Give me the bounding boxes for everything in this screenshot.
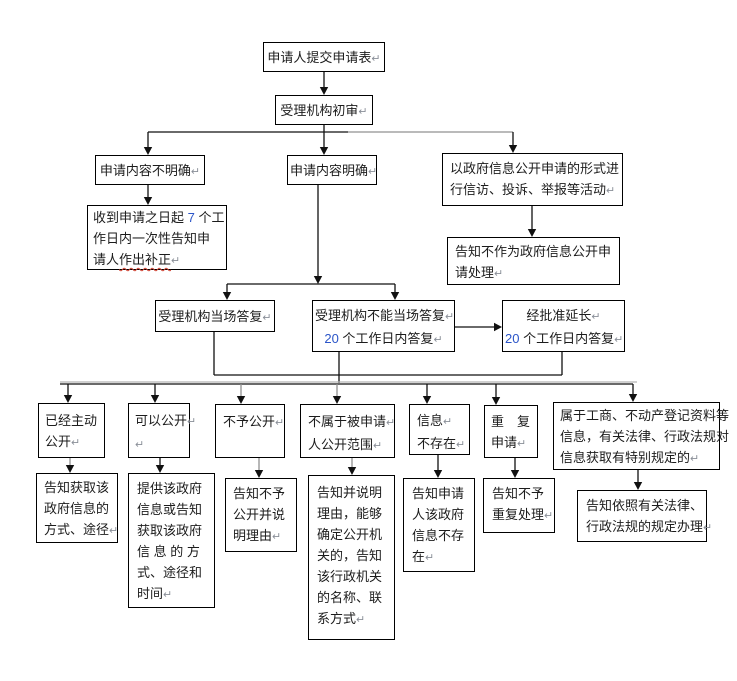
flow-node-notify-correction-7days: 收到申请之日起 7 个工 作日内一次性告知申 请人作出补正↵ bbox=[87, 205, 227, 270]
flow-node-repeated-request: 重 复 申请↵ bbox=[484, 405, 538, 458]
paragraph-mark: ↵ bbox=[272, 531, 282, 543]
node-text: 告知依照有关法律、 行政法规的规定办理 bbox=[586, 498, 704, 534]
paragraph-mark: ↵ bbox=[190, 166, 201, 178]
node-text: 告知不作为政府信息公开申 请处理 bbox=[455, 244, 612, 280]
node-text: 告知不予 公开并说 明理由 bbox=[233, 486, 286, 543]
paragraph-mark: ↵ bbox=[356, 614, 366, 626]
highlight-number: 7 bbox=[187, 210, 195, 225]
node-text: 告知并说明 理由，能够 确定公开机 关的，告知 该行政机关 的名称、联 系方式 bbox=[317, 485, 383, 626]
paragraph-mark: ↵ bbox=[606, 185, 616, 197]
paragraph-mark: ↵ bbox=[544, 510, 554, 522]
paragraph-mark: ↵ bbox=[373, 440, 383, 452]
paragraph-mark: ↵ bbox=[690, 453, 700, 465]
node-text: 信息 bbox=[417, 413, 444, 428]
node-text: 告知申请 人该政府 信息不存 在 bbox=[412, 486, 465, 564]
flow-node-notify-not-exist: 告知申请 人该政府 信息不存 在↵ bbox=[403, 478, 475, 572]
node-text: 告知不予 重复处理 bbox=[492, 486, 545, 522]
flow-node-can-publish: 可以公开↵ ↵ bbox=[128, 403, 196, 458]
paragraph-mark: ↵ bbox=[494, 268, 504, 280]
highlight-number: 20 bbox=[505, 331, 520, 346]
paragraph-mark: ↵ bbox=[275, 417, 285, 429]
paragraph-mark: ↵ bbox=[163, 589, 173, 601]
flow-node-not-publish: 不予公开↵ bbox=[215, 404, 285, 458]
flow-node-initial-review: 受理机构初审↵ bbox=[275, 95, 373, 125]
paragraph-mark: ↵ bbox=[425, 552, 435, 564]
paragraph-mark: ↵ bbox=[171, 255, 181, 267]
flow-node-notify-access-method: 告知获取该 政府信息的 方式、途径↵ bbox=[36, 473, 118, 543]
node-text: 个工作日内答复 bbox=[519, 331, 615, 346]
paragraph-mark: ↵ bbox=[71, 437, 81, 449]
paragraph-mark: ↵ bbox=[445, 311, 455, 323]
node-text: 个工 作日内一次性告知申 请人 bbox=[93, 210, 225, 267]
flow-node-reply-within-20days: 受理机构不能当场答复↵ 20 个工作日内答复↵ bbox=[312, 300, 455, 352]
node-text: 可以公开 bbox=[135, 413, 188, 428]
node-text: 申请人提交申请表 bbox=[267, 50, 372, 65]
flow-node-info-not-exist: 信息↵ 不存在↵ bbox=[409, 404, 470, 455]
paragraph-mark: ↵ bbox=[703, 522, 713, 534]
paragraph-mark: ↵ bbox=[443, 416, 453, 428]
flow-node-content-unclear: 申请内容不明确↵ bbox=[95, 155, 205, 185]
node-text: 人公开范围 bbox=[308, 437, 374, 452]
node-text: 重 复 申请 bbox=[491, 414, 531, 450]
node-text: 申请内容明确 bbox=[290, 163, 369, 178]
node-text: 受理机构不能当场答复 bbox=[315, 308, 446, 323]
node-text: 个工作日内答复 bbox=[338, 331, 434, 346]
paragraph-mark: ↵ bbox=[135, 439, 145, 451]
highlight-number: 20 bbox=[324, 331, 339, 346]
flow-node-not-treated-as-request: 告知不作为政府信息公开申 请处理↵ bbox=[447, 237, 620, 285]
paragraph-mark: ↵ bbox=[262, 312, 272, 324]
paragraph-mark: ↵ bbox=[187, 416, 197, 428]
node-text: 不存在 bbox=[417, 436, 457, 451]
paragraph-mark: ↵ bbox=[109, 525, 119, 537]
node-text: 不予公开 bbox=[223, 414, 276, 429]
flow-node-reply-on-spot: 受理机构当场答复↵ bbox=[155, 300, 275, 332]
flow-node-petition-activity: 以政府信息公开申请的形式进 行信访、投诉、举报等活动↵ bbox=[442, 153, 623, 206]
node-text: 经批准延长 bbox=[526, 308, 592, 323]
flow-node-notify-reason-and-authority: 告知并说明 理由，能够 确定公开机 关的，告知 该行政机关 的名称、联 系方式↵ bbox=[308, 475, 395, 640]
paragraph-mark: ↵ bbox=[591, 311, 601, 323]
spellcheck-text: 作出补正 bbox=[119, 252, 172, 267]
flow-node-already-published: 已经主动 公开↵ bbox=[38, 403, 105, 458]
node-text: 申请内容不明确 bbox=[99, 163, 191, 178]
node-text: 受理机构初审 bbox=[280, 103, 359, 118]
flow-node-special-regulation-info: 属于工商、不动产登记资料等 信息，有关法律、行政法规对 信息获取有特别规定的↵ bbox=[553, 402, 729, 470]
flow-node-approved-extension-20days: 经批准延长↵ 20 个工作日内答复↵ bbox=[502, 300, 625, 352]
paragraph-mark: ↵ bbox=[371, 53, 381, 65]
flow-node-provide-info-or-method: 提供该政府 信息或告知 获取该政府 信 息 的 方 式、途径和 时间↵ bbox=[128, 473, 215, 608]
flow-node-notify-refusal-reason: 告知不予 公开并说 明理由↵ bbox=[225, 478, 297, 552]
node-text: 告知获取该 政府信息的 方式、途径 bbox=[44, 480, 110, 537]
paragraph-mark: ↵ bbox=[456, 439, 466, 451]
flow-node-follow-laws: 告知依照有关法律、 行政法规的规定办理↵ bbox=[577, 490, 712, 542]
flow-node-notify-no-repeat: 告知不予 重复处理↵ bbox=[483, 478, 555, 533]
paragraph-mark: ↵ bbox=[433, 334, 443, 346]
node-text: 收到申请之日起 bbox=[93, 210, 188, 225]
node-text: 受理机构当场答复 bbox=[158, 309, 263, 324]
node-text: 以政府信息公开申请的形式进 行信访、投诉、举报等活动 bbox=[450, 161, 620, 197]
flow-node-submit-form: 申请人提交申请表↵ bbox=[263, 42, 385, 72]
paragraph-mark: ↵ bbox=[614, 334, 624, 346]
paragraph-mark: ↵ bbox=[386, 417, 396, 429]
paragraph-mark: ↵ bbox=[358, 106, 368, 118]
paragraph-mark: ↵ bbox=[368, 166, 378, 178]
paragraph-mark: ↵ bbox=[517, 438, 527, 450]
flow-node-content-clear: 申请内容明确↵ bbox=[287, 155, 377, 185]
node-text: 不属于被申请 bbox=[308, 414, 387, 429]
node-text: 已经主动 公开 bbox=[45, 413, 98, 449]
flow-node-not-in-scope: 不属于被申请↵ 人公开范围↵ bbox=[300, 404, 395, 458]
node-text: 提供该政府 信息或告知 获取该政府 信 息 的 方 式、途径和 时间 bbox=[137, 481, 203, 601]
node-text: 属于工商、不动产登记资料等 信息，有关法律、行政法规对 信息获取有特别规定的 bbox=[560, 408, 730, 465]
